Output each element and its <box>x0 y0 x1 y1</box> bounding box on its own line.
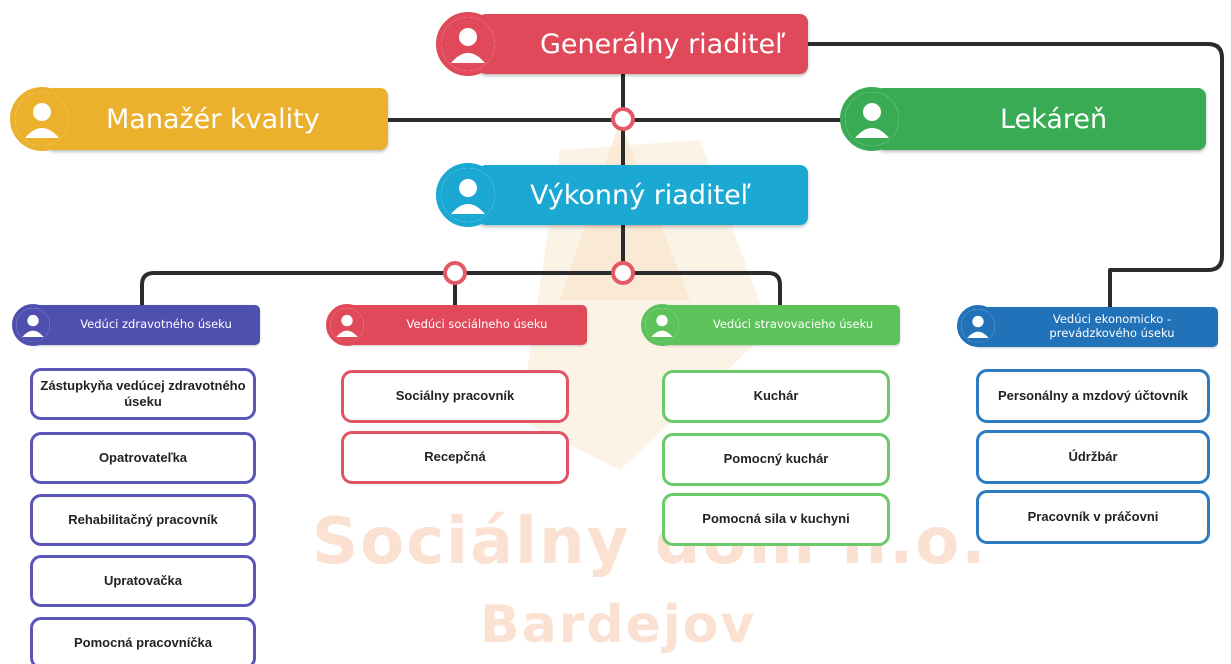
junction-node-center <box>611 261 635 285</box>
connector-to-economic <box>808 42 1224 307</box>
staff-box: Pracovník v práčovni <box>976 490 1210 544</box>
general-director-box: Generálny riaditeľ <box>478 14 808 74</box>
dept-health-title: Vedúci zdravotného úseku <box>80 317 232 332</box>
staff-box: Pomocná pracovníčka <box>30 617 256 664</box>
dept-catering-title: Vedúci stravovacieho úseku <box>712 317 874 332</box>
executive-director-box: Výkonný riaditeľ <box>478 165 808 225</box>
person-avatar-icon <box>436 163 500 227</box>
junction-node-top <box>611 107 635 131</box>
junction-node-left <box>443 261 467 285</box>
person-avatar-icon <box>641 304 683 346</box>
general-director-label: Generálny riaditeľ <box>540 28 786 60</box>
executive-director-label: Výkonný riaditeľ <box>530 179 751 211</box>
person-avatar-icon <box>957 305 999 347</box>
watermark-text-line2: Bardejov <box>480 595 757 655</box>
pharmacy-label: Lekáreň <box>1000 103 1108 135</box>
staff-box: Pomocná sila v kuchyni <box>662 493 890 546</box>
staff-box: Recepčná <box>341 431 569 484</box>
staff-box: Upratovačka <box>30 555 256 607</box>
staff-box: Pomocný kuchár <box>662 433 890 486</box>
person-avatar-icon <box>12 304 54 346</box>
staff-box: Údržbár <box>976 430 1210 484</box>
staff-box: Sociálny pracovník <box>341 370 569 423</box>
person-avatar-icon <box>436 12 500 76</box>
dept-social-title: Vedúci sociálneho úseku <box>406 317 548 332</box>
person-avatar-icon <box>840 87 904 151</box>
pharmacy-box: Lekáreň <box>876 88 1206 150</box>
dept-health-header: Vedúci zdravotného úseku <box>28 305 260 345</box>
dept-catering-header: Vedúci stravovacieho úseku <box>660 305 900 345</box>
quality-manager-box: Manažér kvality <box>46 88 388 150</box>
dept-economic-title: Vedúci ekonomicko -prevádzkového úseku <box>1049 312 1175 340</box>
dept-economic-header: Vedúci ekonomicko -prevádzkového úseku <box>974 307 1218 347</box>
quality-manager-label: Manažér kvality <box>106 103 320 135</box>
staff-box: Opatrovateľka <box>30 432 256 484</box>
staff-box: Personálny a mzdový účtovník <box>976 369 1210 423</box>
person-avatar-icon <box>326 304 368 346</box>
staff-box: Kuchár <box>662 370 890 423</box>
person-avatar-icon <box>10 87 74 151</box>
staff-box: Zástupkyňa vedúcej zdravotného úseku <box>30 368 256 420</box>
dept-social-header: Vedúci sociálneho úseku <box>345 305 587 345</box>
staff-box: Rehabilitačný pracovník <box>30 494 256 546</box>
